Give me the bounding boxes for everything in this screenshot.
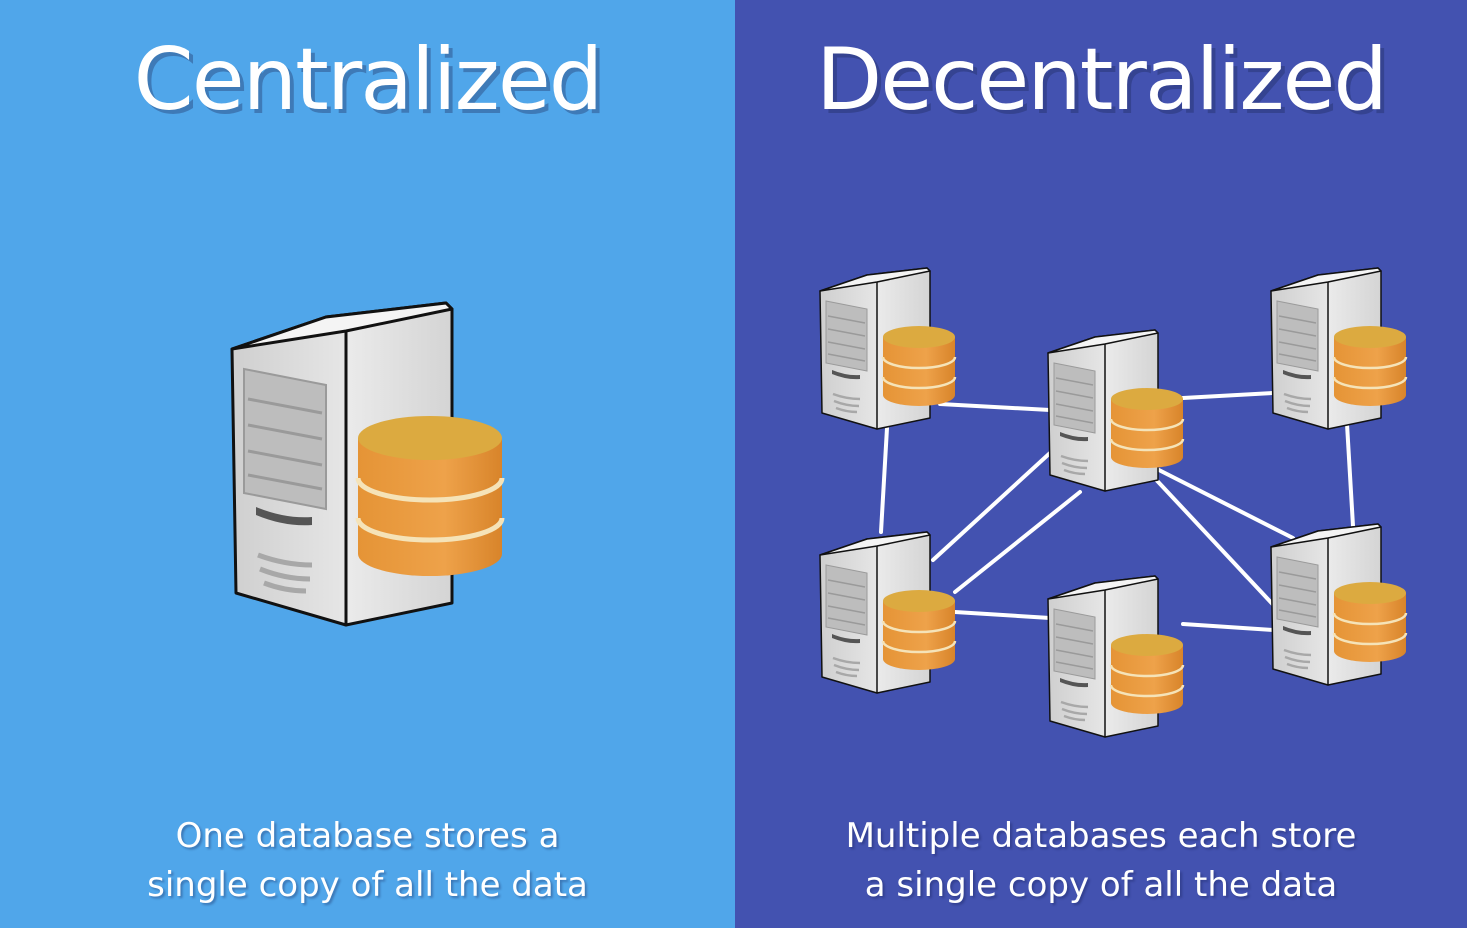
centralized-illustration [0, 0, 735, 928]
centralized-panel: Centralized [0, 0, 735, 928]
link [955, 612, 1050, 618]
link [940, 404, 1050, 410]
centralized-caption-line-2: single copy of all the data [0, 861, 735, 910]
centralized-caption: One database stores a single copy of all… [0, 812, 735, 910]
decentralized-panel: Decentralized [735, 0, 1467, 928]
link [1183, 624, 1273, 630]
decentralized-caption: Multiple databases each store a single c… [735, 812, 1467, 910]
decentralized-caption-line-2: a single copy of all the data [735, 861, 1467, 910]
database-icon [883, 590, 955, 670]
node-bottom-right [1271, 524, 1406, 685]
database-icon [1111, 634, 1183, 714]
decentralized-illustration [735, 0, 1467, 928]
centralized-caption-line-1: One database stores a [0, 812, 735, 861]
node-top-right [1271, 268, 1406, 429]
node-top-center [1048, 330, 1183, 491]
database-icon [1334, 582, 1406, 662]
link [1347, 424, 1353, 526]
decentralized-caption-line-1: Multiple databases each store [735, 812, 1467, 861]
link [1147, 470, 1280, 612]
database-icon [1334, 326, 1406, 406]
link [955, 492, 1080, 592]
link [933, 453, 1050, 560]
node-top-left [820, 268, 955, 429]
database-icon [1111, 388, 1183, 468]
database-icon [358, 416, 502, 576]
database-icon [883, 326, 955, 406]
link [881, 428, 887, 532]
link [1183, 393, 1273, 398]
node-bottom-center [1048, 576, 1183, 737]
